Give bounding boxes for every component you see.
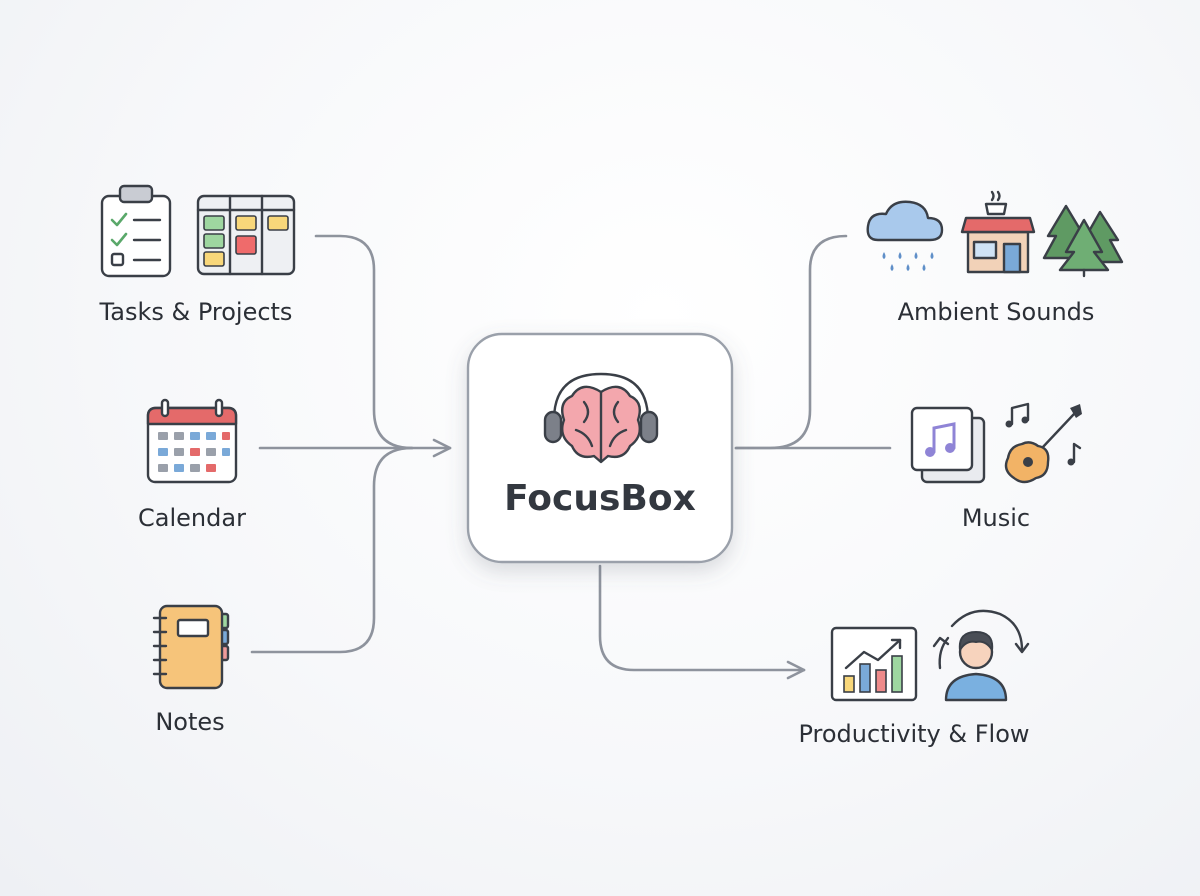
input-notes[interactable]: Notes <box>152 604 230 736</box>
brain-headphones-icon <box>543 372 659 464</box>
output-label-ambient: Ambient Sounds <box>898 298 1095 326</box>
hub-title: FocusBox <box>504 478 696 519</box>
rain-cloud-icon <box>866 200 944 271</box>
output-music[interactable]: Music <box>910 402 1082 532</box>
output-label-music: Music <box>962 504 1030 532</box>
kanban-board-icon <box>196 194 296 276</box>
coffee-shop-icon <box>960 190 1036 274</box>
input-calendar[interactable]: Calendar <box>138 398 246 532</box>
input-label-calendar: Calendar <box>138 504 246 532</box>
guitar-icon <box>1004 404 1082 484</box>
person-flow-icon <box>932 609 1030 702</box>
output-label-productivity: Productivity & Flow <box>798 720 1029 748</box>
notebook-icon <box>152 604 230 690</box>
connector-ambient <box>734 234 848 450</box>
calendar-icon <box>146 398 238 484</box>
output-ambient-sounds[interactable]: Ambient Sounds <box>866 190 1124 326</box>
input-tasks-projects[interactable]: Tasks & Projects <box>99 184 296 326</box>
growth-chart-icon <box>830 626 918 702</box>
connectors <box>250 234 892 680</box>
hub-card[interactable]: FocusBox <box>466 332 734 564</box>
clipboard-checklist-icon <box>100 184 172 278</box>
input-label-notes: Notes <box>155 708 224 736</box>
music-note-icon <box>1005 402 1082 466</box>
connector-notes <box>250 446 414 654</box>
input-label-tasks: Tasks & Projects <box>99 298 293 326</box>
output-productivity-flow[interactable]: Productivity & Flow <box>798 609 1030 748</box>
connector-tasks <box>314 234 414 450</box>
pine-trees-icon <box>1042 204 1124 278</box>
music-album-icon <box>910 406 986 484</box>
connector-productivity <box>598 564 806 680</box>
